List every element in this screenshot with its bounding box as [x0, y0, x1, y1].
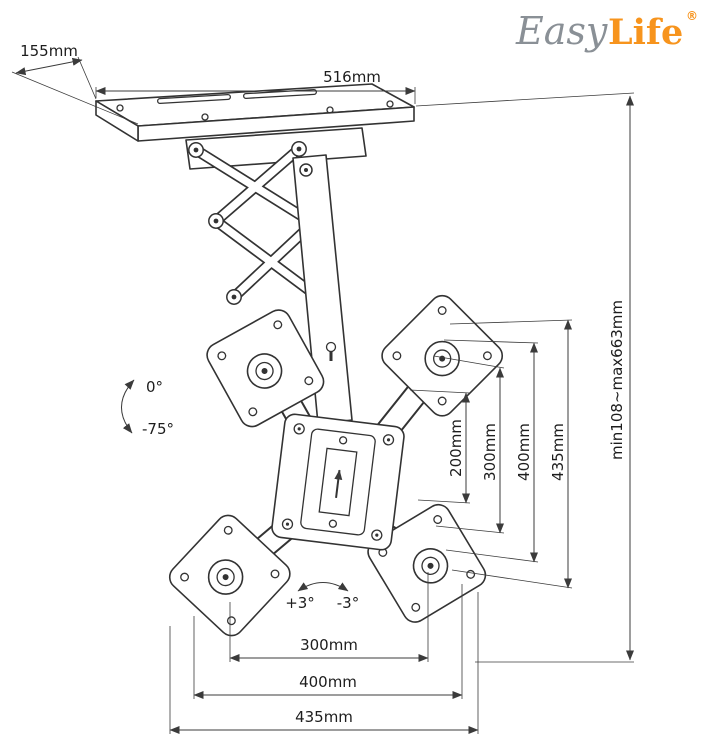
vesa-pad-lower-left: [168, 514, 291, 637]
support-column: [292, 154, 353, 425]
right-extension-lines: [409, 319, 573, 589]
dim-label-extension-range: min108~max663mm: [608, 300, 626, 460]
vesa-central-plate: [271, 413, 405, 551]
swivel-arc-arrow-icon: [297, 582, 349, 592]
arm-joint: [291, 141, 307, 157]
tilt-min-label: 0°: [146, 378, 163, 396]
column-body: [292, 154, 353, 425]
arm-joint: [226, 289, 242, 305]
brand-registered-mark: ®: [686, 9, 698, 23]
dim-label-bottom-300: 300mm: [300, 636, 358, 654]
plate-screw-hole: [386, 100, 394, 108]
dim-bottom-435: 435mm: [169, 592, 479, 734]
dim-bottom-300: 300mm: [229, 572, 429, 662]
brand-logo: Easy Life ®: [515, 9, 698, 53]
plate-screw-hole: [116, 104, 124, 112]
dim-bottom-400: 400mm: [193, 584, 463, 699]
dim-label-bottom-400: 400mm: [299, 673, 357, 691]
column-joint: [299, 163, 313, 177]
orientation-up-arrow-icon: [334, 469, 343, 499]
tilt-arc-arrow-icon: [121, 379, 135, 434]
dim-label-right-300: 300mm: [481, 423, 499, 481]
dim-right-435: 435mm: [549, 319, 572, 589]
dim-right-300: 300mm: [481, 367, 504, 534]
vesa-plate: [168, 294, 504, 637]
dimension-annotations: 155mm 516mm 200mm 300mm: [11, 42, 635, 734]
dim-label-bottom-435: 435mm: [295, 708, 353, 726]
dim-label-right-200: 200mm: [447, 419, 465, 477]
swivel-minus-label: -3°: [337, 594, 359, 612]
plate-screw-hole: [326, 106, 334, 114]
arm-joint: [208, 213, 224, 229]
dim-label-top-width: 516mm: [323, 68, 381, 86]
dim-right-extension-range: min108~max663mm: [415, 92, 635, 663]
tilt-angle-annotation: 0° -75°: [121, 378, 174, 438]
dim-label-right-435: 435mm: [549, 423, 567, 481]
arm-joint: [188, 142, 204, 158]
tilt-max-label: -75°: [142, 420, 174, 438]
dim-top-depth: 155mm: [11, 42, 139, 125]
dim-right-200: 200mm: [447, 392, 470, 504]
brand-life-text: Life: [608, 12, 683, 53]
brand-easy-text: Easy: [515, 9, 608, 53]
swivel-plus-label: +3°: [285, 594, 315, 612]
dim-top-width: 516mm: [95, 68, 416, 104]
vesa-pad-lower-right: [367, 503, 487, 623]
vesa-pad-upper-right: [381, 294, 504, 417]
dim-label-top-depth: 155mm: [20, 42, 78, 60]
dim-label-right-400: 400mm: [515, 423, 533, 481]
ceiling-plate: [95, 83, 415, 170]
vesa-pad-upper-left: [206, 309, 325, 428]
dim-right-400: 400mm: [515, 342, 538, 563]
plate-screw-hole: [201, 113, 209, 121]
swivel-angle-annotation: +3° -3°: [285, 582, 359, 612]
